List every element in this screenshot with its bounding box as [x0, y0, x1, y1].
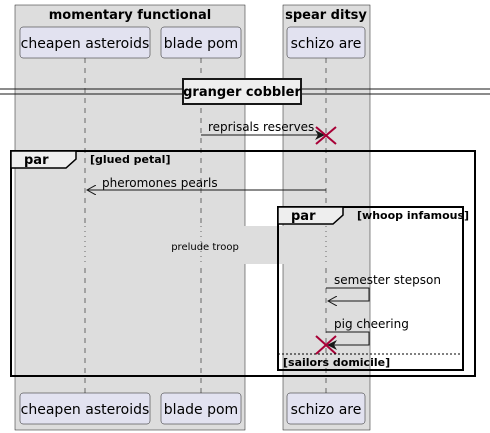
participant-head-cheapen-asteroids — [19, 26, 151, 59]
participant-foot-label-schizo-are: schizo are — [291, 402, 362, 418]
destroy-marker-1 — [315, 126, 337, 145]
participant-foot-schizo-are — [286, 392, 366, 425]
box-title-spear-ditsy: spear ditsy — [285, 8, 367, 23]
fragment-inner-else-guard: [sailors domicile] — [283, 356, 390, 369]
participant-foot-label-cheapen-asteroids: cheapen asteroids — [21, 402, 150, 418]
participant-head-schizo-are — [286, 26, 366, 59]
fragment-inner-keyword: par — [291, 209, 316, 224]
delay-gap — [60, 226, 350, 264]
box-momentary-functional — [14, 4, 246, 431]
participant-foot-blade-pom — [160, 392, 242, 425]
message-label-reprisals-reserves: reprisals reserves — [208, 120, 314, 134]
fragment-outer-par — [10, 150, 476, 377]
divider-label: granger cobbler — [183, 85, 301, 100]
fragment-outer-tab — [10, 150, 77, 169]
participant-label-blade-pom: blade pom — [164, 36, 238, 52]
box-title-momentary-functional: momentary functional — [49, 8, 211, 23]
message-arrow-pig-cheering — [326, 331, 370, 350]
participant-label-schizo-are: schizo are — [291, 36, 362, 52]
participant-head-blade-pom — [160, 26, 242, 59]
message-label-pig-cheering: pig cheering — [334, 317, 409, 331]
fragment-inner-guard: [whoop infamous] — [357, 209, 469, 222]
divider-box — [182, 78, 302, 105]
participant-label-cheapen-asteroids: cheapen asteroids — [21, 36, 150, 52]
message-label-pheromones-pearls: pheromones pearls — [102, 176, 218, 190]
message-label-semester-stepson: semester stepson — [334, 273, 441, 287]
delay-label: prelude troop — [171, 242, 239, 253]
destroy-marker-2 — [315, 335, 337, 355]
fragment-inner-tab — [277, 206, 344, 225]
fragment-inner-par — [277, 206, 464, 371]
message-arrow-semester-stepson — [326, 287, 370, 301]
fragment-outer-guard: [glued petal] — [90, 153, 170, 166]
participant-foot-label-blade-pom: blade pom — [164, 402, 238, 418]
participant-foot-cheapen-asteroids — [19, 392, 151, 425]
fragment-outer-keyword: par — [24, 153, 49, 168]
